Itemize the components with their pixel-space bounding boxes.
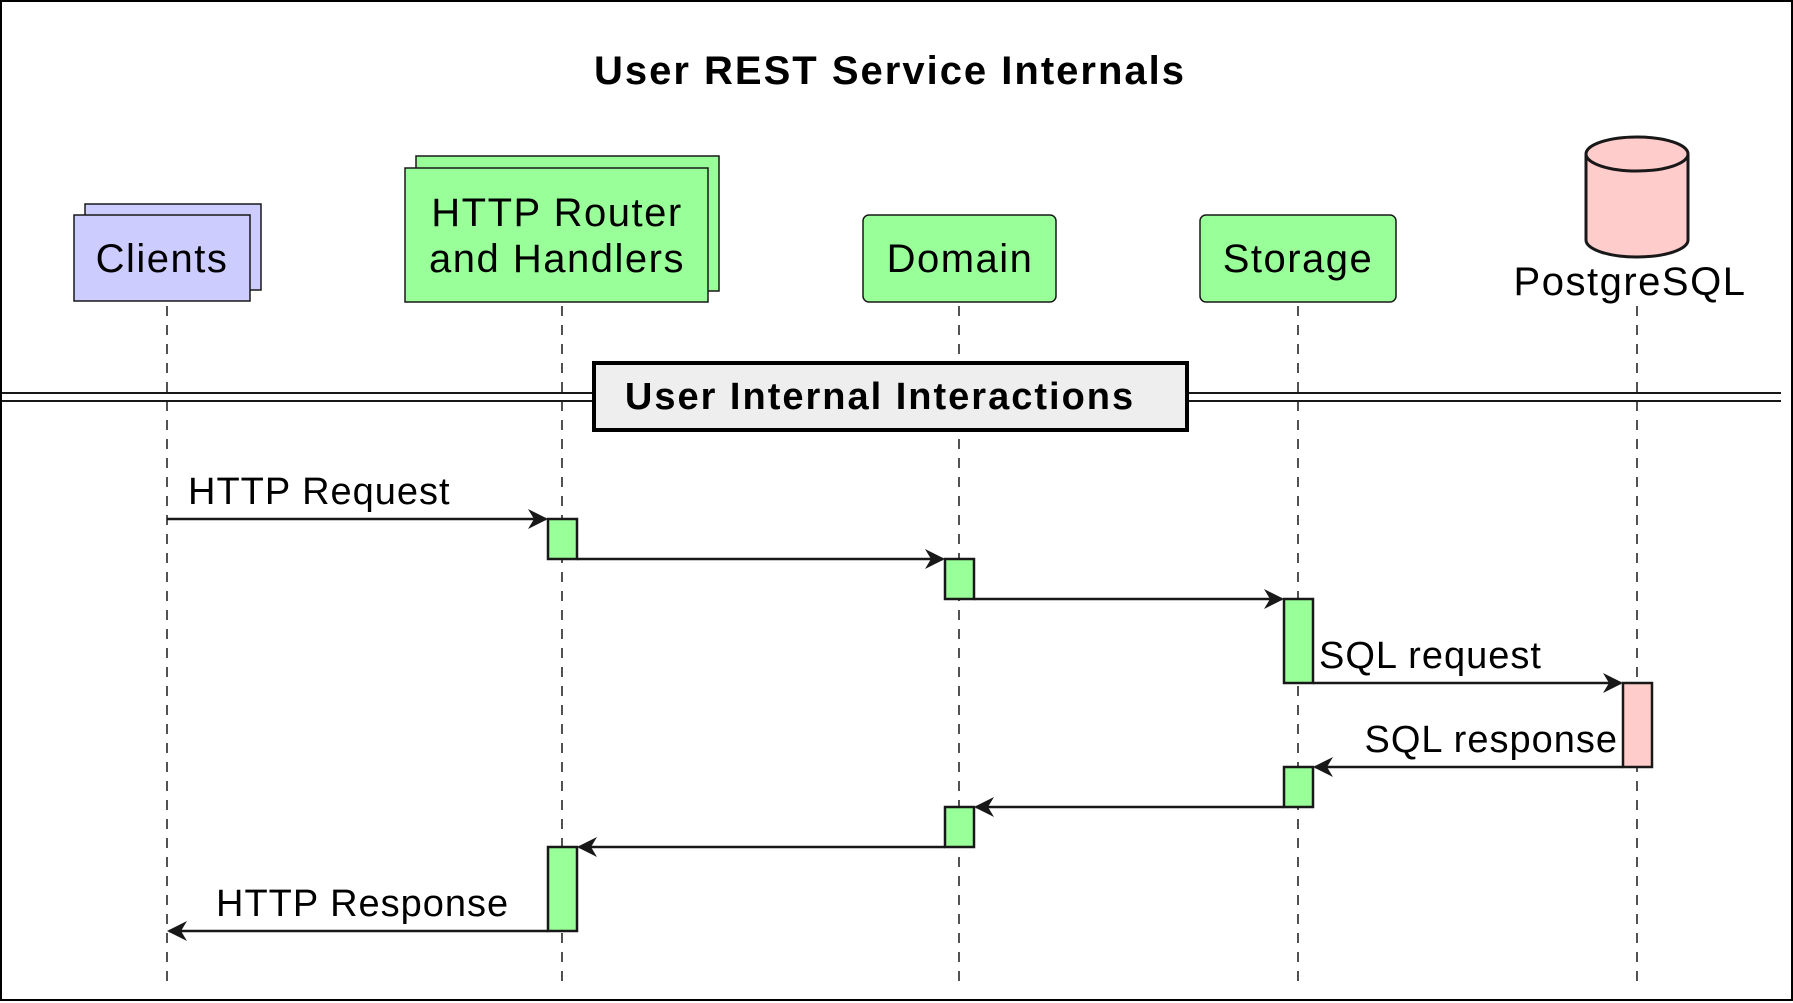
participant-clients-box <box>73 214 251 302</box>
participant-clients-label: Clients <box>96 237 229 281</box>
participant-storage-box <box>1199 214 1397 303</box>
participant-domain-label: Domain <box>887 237 1034 281</box>
diagram-title: User REST Service Internals <box>594 49 1186 93</box>
activations <box>546 517 1654 933</box>
activation-domain-1 <box>943 557 976 601</box>
message-label-8: HTTP Response <box>216 883 509 925</box>
participant-domain-box <box>862 214 1057 303</box>
participant-storage-label: Storage <box>1223 237 1374 281</box>
message-label-5: SQL response <box>1364 719 1618 761</box>
divider-label-box <box>592 361 1189 432</box>
activation-domain-2 <box>943 805 976 849</box>
database-icon-rim <box>1584 153 1690 173</box>
participant-clients: Clients <box>73 203 262 302</box>
participant-router-label-line-2: and Handlers <box>429 237 685 281</box>
divider: User Internal Interactions <box>2 361 1781 432</box>
participant-storage: Storage <box>1199 214 1397 303</box>
activation-router-1 <box>546 517 579 561</box>
message-label-4: SQL request <box>1319 635 1542 677</box>
database-icon <box>1584 135 1690 259</box>
participant-router: HTTP Router and Handlers <box>404 155 720 303</box>
participant-postgres-label: PostgreSQL <box>1514 260 1747 304</box>
activation-router-2 <box>546 845 579 933</box>
activation-storage-2 <box>1282 765 1315 809</box>
participant-router-label-line-1: HTTP Router <box>431 191 682 235</box>
activation-storage-1 <box>1282 597 1315 685</box>
divider-label: User Internal Interactions <box>625 376 1135 418</box>
activation-postgres-1 <box>1621 681 1654 769</box>
participant-domain: Domain <box>862 214 1057 303</box>
message-label-1: HTTP Request <box>188 471 451 513</box>
participant-postgres: PostgreSQL <box>1514 135 1747 304</box>
participant-router-box <box>404 167 709 303</box>
